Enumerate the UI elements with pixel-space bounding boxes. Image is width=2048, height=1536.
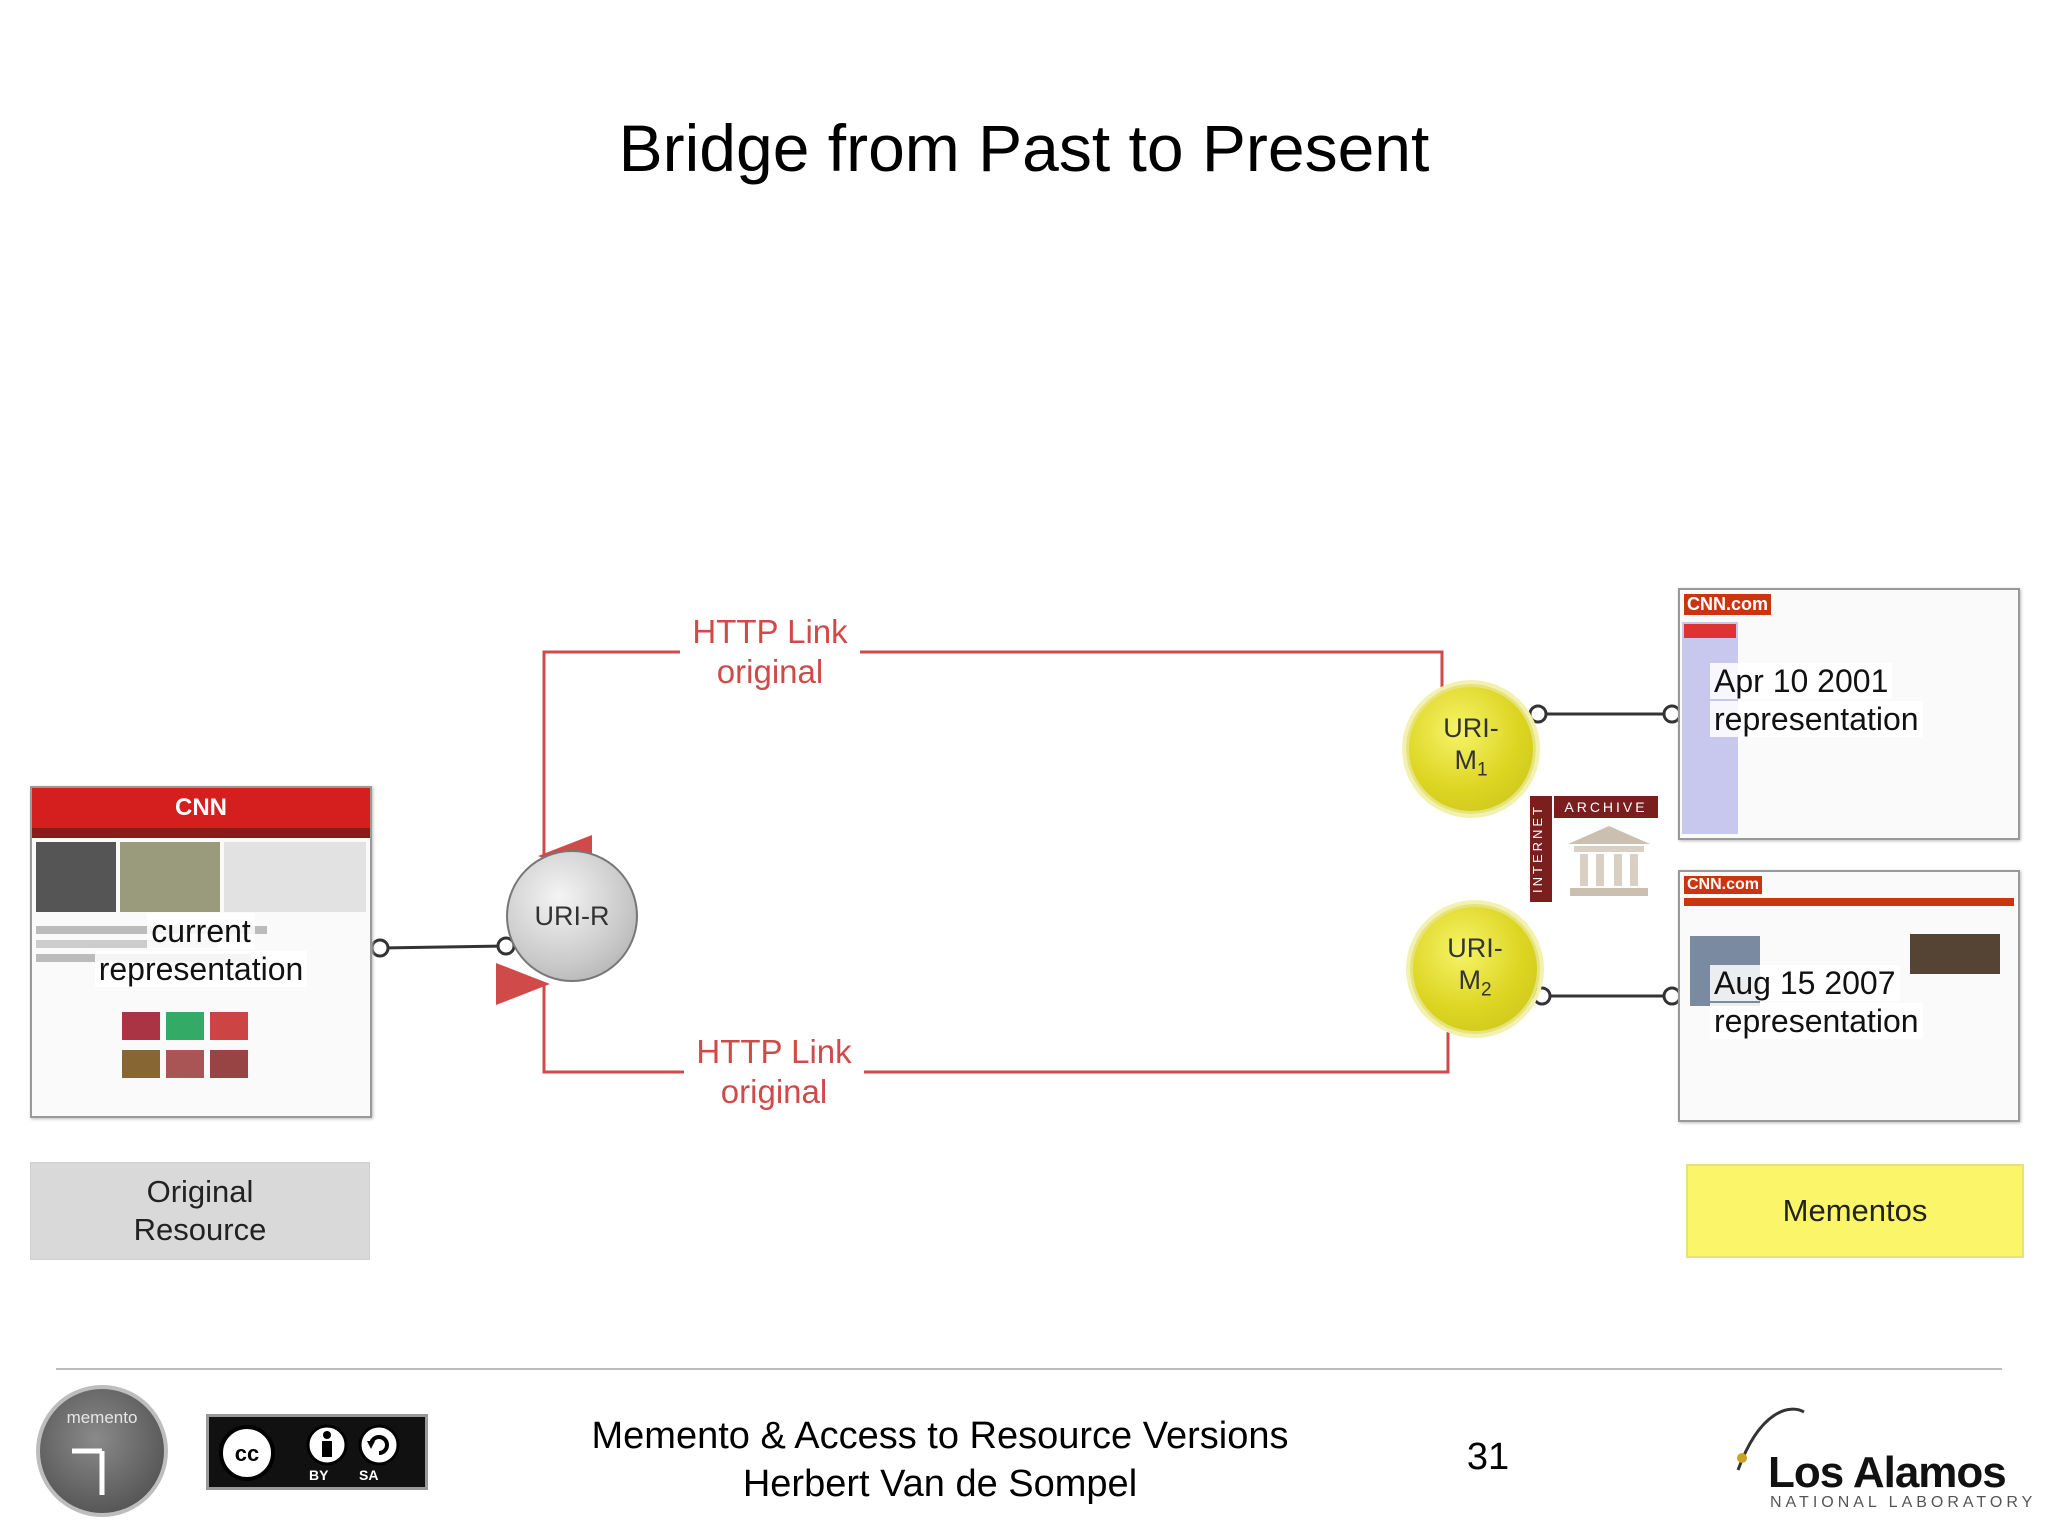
attribution-icon: [306, 1424, 348, 1466]
link-bottom-line2: original: [720, 1073, 828, 1110]
original-resource-label: Original Resource: [30, 1162, 370, 1260]
lanl-subtitle: NATIONAL LABORATORY: [1770, 1494, 2037, 1511]
photo-thumbnail: [36, 842, 116, 912]
cc-sa-label: SA: [359, 1467, 379, 1483]
photo-thumbnail: [120, 842, 220, 912]
connector-dot: [1532, 986, 1552, 1006]
memento1-brand: CNN.com: [1684, 593, 1772, 615]
svg-text:cc: cc: [235, 1441, 259, 1466]
original-screenshot: CNN current representation: [30, 786, 372, 1118]
memento2-representation: representation: [1710, 1003, 1923, 1039]
link-bottom-line: [496, 963, 1450, 1074]
uri-m2-sub: 2: [1480, 979, 1492, 1001]
connector-dot: [370, 938, 390, 958]
memento2-screenshot: CNN.com Aug 15 2007 representation: [1678, 870, 2020, 1122]
slide-title: Bridge from Past to Present: [618, 111, 1430, 185]
cnn-logo: CNN: [32, 788, 370, 828]
memento1-screenshot: CNN.com Apr 10 2001 representation: [1678, 588, 2020, 840]
cc-license-badge: cc BY SA: [206, 1414, 428, 1490]
cc-by-label: BY: [309, 1467, 329, 1483]
footer-line2: Herbert Van de Sompel: [742, 1463, 1138, 1505]
footer-line1: Memento & Access to Resource Versions: [591, 1415, 1289, 1457]
footer-text: Memento & Access to Resource Versions He…: [520, 1412, 1360, 1508]
sidebar-block: [224, 842, 366, 912]
connector-dot: [1528, 704, 1548, 724]
uri-m2-node: URI- M2: [1410, 904, 1540, 1034]
ia-temple-icon: [1568, 826, 1650, 896]
footer-divider: [56, 1368, 2002, 1370]
link-top-line1: HTTP Link: [692, 613, 848, 650]
share-alike-icon: [358, 1424, 400, 1466]
uri-m1-letter: M: [1454, 744, 1477, 775]
lanl-name: Los Alamos: [1768, 1448, 2007, 1497]
memento1-caption: Apr 10 2001 representation: [1710, 662, 2010, 738]
uri-r-label: URI-R: [534, 901, 610, 931]
mementos-label: Mementos: [1686, 1164, 2024, 1258]
original-caption-line2: representation: [94, 951, 308, 987]
link-bottom-label: HTTP Link original: [684, 1032, 864, 1112]
memento1-representation: representation: [1710, 701, 1923, 737]
lanl-swoosh-icon: [1736, 1407, 1805, 1471]
original-connector: [379, 944, 507, 950]
memento2-caption: Aug 15 2007 representation: [1710, 964, 2010, 1040]
link-bottom-line1: HTTP Link: [696, 1033, 852, 1070]
uri-m1-node: URI- M1: [1406, 684, 1536, 814]
original-caption-line1: current: [147, 913, 255, 949]
memento2-brand: CNN.com: [1684, 876, 1763, 894]
clock-hands-icon: [72, 1448, 105, 1495]
uri-m2-letter: M: [1458, 964, 1481, 995]
uri-m2-prefix: URI-: [1447, 932, 1503, 963]
uri-m1-prefix: URI-: [1443, 712, 1499, 743]
internet-archive-logo: INTERNET ARCHIVE: [1530, 796, 1658, 902]
ia-word-internet: INTERNET: [1530, 796, 1552, 902]
link-top-line: [538, 650, 1444, 877]
ia-word-archive: ARCHIVE: [1554, 796, 1658, 818]
uri-r-node: URI-R: [506, 850, 638, 982]
original-caption: current representation: [32, 912, 370, 988]
page-number: 31: [1466, 1436, 1510, 1478]
uri-m1-sub: 1: [1476, 759, 1488, 781]
memento1-date: Apr 10 2001: [1710, 663, 1893, 699]
memento-logo-text: memento: [66, 1408, 138, 1427]
link-top-label: HTTP Link original: [680, 612, 860, 692]
cc-icon: cc: [219, 1425, 275, 1481]
memento2-date: Aug 15 2007: [1710, 965, 1900, 1001]
link-top-line2: original: [716, 653, 824, 690]
